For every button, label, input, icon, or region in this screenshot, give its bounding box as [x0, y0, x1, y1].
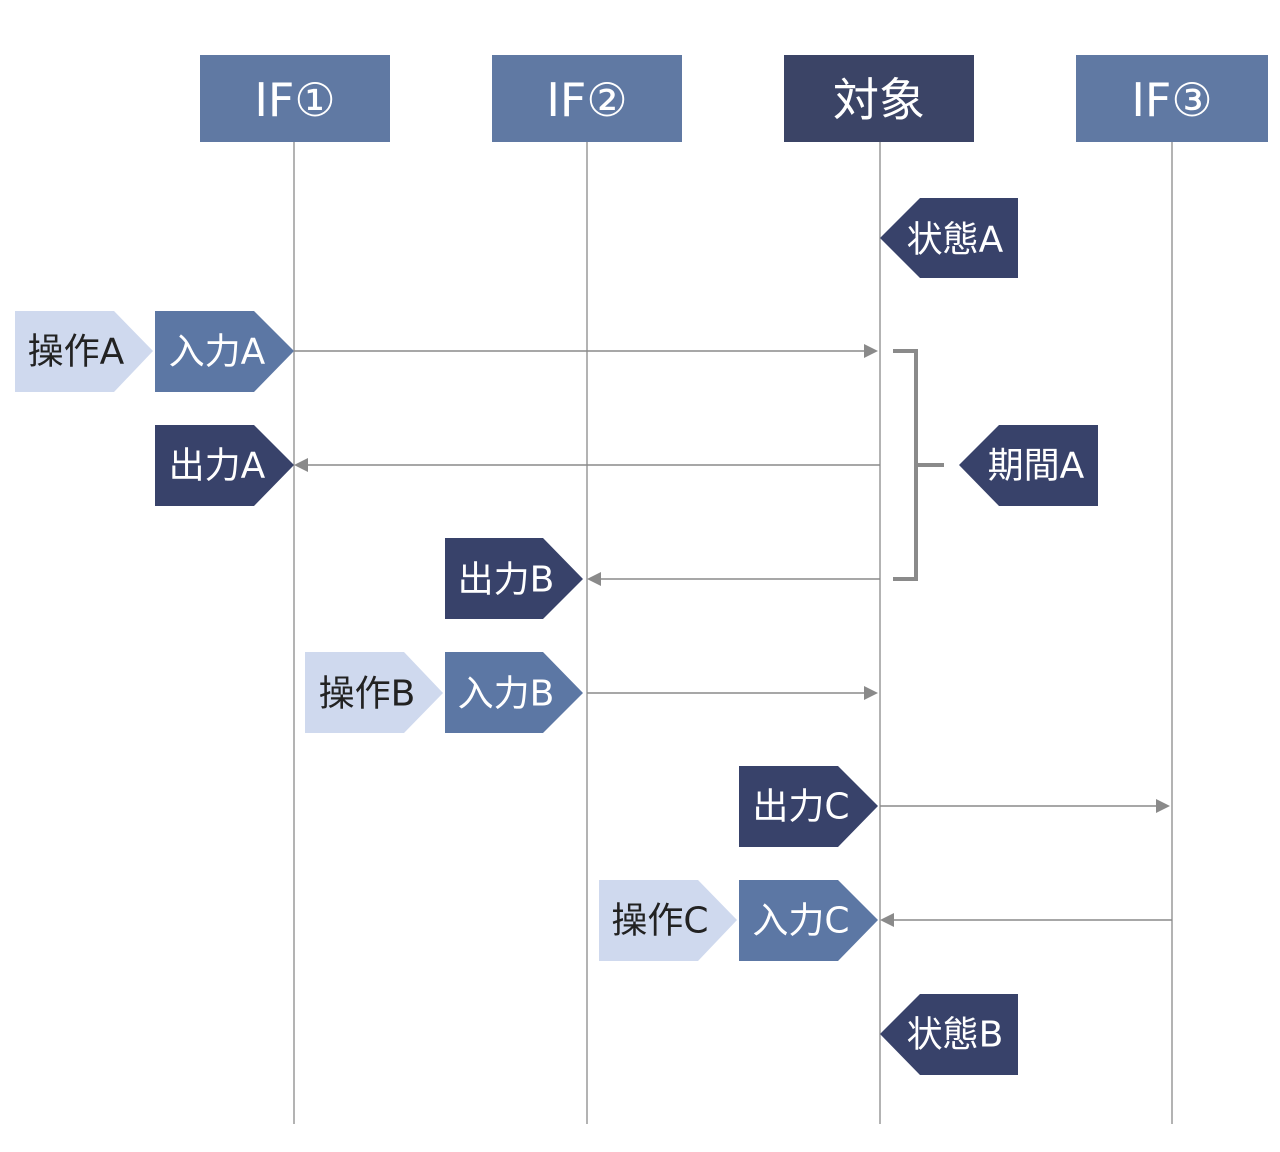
tag-input-b-shape — [445, 652, 583, 733]
message-output-a-head — [294, 458, 308, 472]
participant-if3-label: IF③ — [1131, 73, 1212, 127]
tag-operation-c: 操作C — [599, 880, 737, 961]
tag-operation-a-label: 操作A — [28, 332, 125, 373]
participant-if1-label: IF① — [254, 73, 335, 127]
tag-state-b-shape — [880, 994, 1018, 1075]
message-output-b — [587, 572, 880, 586]
lifelines — [293, 142, 1173, 1124]
tag-input-b: 入力B — [445, 652, 583, 733]
participant-target: 対象 — [784, 55, 974, 142]
participant-if1: IF① — [200, 55, 390, 142]
tag-operation-b-label: 操作B — [319, 674, 416, 715]
tag-output-a: 出力A — [155, 425, 294, 506]
tags: 状態A 操作A 入力A 出力A 期間A 出力B 操作 — [15, 198, 1098, 1075]
participant-target-label: 対象 — [833, 73, 925, 127]
participant-if3: IF③ — [1076, 55, 1268, 142]
tag-output-b: 出力B — [445, 538, 583, 619]
participant-if3-box — [1076, 55, 1268, 142]
tag-input-b-label: 入力B — [458, 674, 555, 715]
participant-if2-box — [492, 55, 682, 142]
tag-operation-c-label: 操作C — [611, 901, 708, 942]
message-input-b — [587, 686, 878, 700]
tag-input-c-shape — [739, 880, 878, 961]
tag-state-b-label: 状態B — [907, 1015, 1004, 1056]
tag-output-c-label: 出力C — [752, 787, 849, 828]
tag-output-b-label: 出力B — [458, 560, 555, 601]
message-input-a — [294, 344, 878, 358]
tag-input-c: 入力C — [739, 880, 878, 961]
tag-period-a-label: 期間A — [988, 446, 1085, 487]
tag-state-b: 状態B — [880, 994, 1018, 1075]
tag-state-a-shape — [880, 198, 1018, 278]
tag-input-c-label: 入力C — [752, 901, 849, 942]
message-input-c — [880, 913, 1172, 927]
tag-operation-b: 操作B — [305, 652, 443, 733]
message-output-c — [880, 799, 1170, 813]
tag-operation-b-shape — [305, 652, 443, 733]
tag-output-c-shape — [739, 766, 878, 847]
message-output-c-head — [1156, 799, 1170, 813]
participant-if2-label: IF② — [546, 73, 627, 127]
participant-headers: IF① IF② 対象 IF③ — [200, 55, 1268, 142]
tag-operation-a: 操作A — [15, 311, 153, 392]
tag-state-a: 状態A — [880, 198, 1018, 278]
message-output-a — [294, 458, 880, 472]
tag-output-a-label: 出力A — [169, 446, 266, 487]
tag-state-a-label: 状態A — [907, 220, 1004, 261]
message-output-b-head — [587, 572, 601, 586]
tag-period-a: 期間A — [959, 425, 1098, 506]
tag-input-a-label: 入力A — [169, 332, 266, 373]
tag-output-a-shape — [155, 425, 294, 506]
participant-if2: IF② — [492, 55, 682, 142]
tag-output-c: 出力C — [739, 766, 878, 847]
participant-target-box — [784, 55, 974, 142]
tag-operation-a-shape — [15, 311, 153, 392]
message-input-c-head — [880, 913, 894, 927]
participant-if1-box — [200, 55, 390, 142]
tag-output-b-shape — [445, 538, 583, 619]
message-input-b-head — [864, 686, 878, 700]
period-a-bracket — [893, 349, 944, 581]
tag-input-a-shape — [155, 311, 294, 392]
message-input-a-head — [864, 344, 878, 358]
message-arrows — [294, 344, 1172, 927]
tag-input-a: 入力A — [155, 311, 294, 392]
tag-operation-c-shape — [599, 880, 737, 961]
tag-period-a-shape — [959, 425, 1098, 506]
